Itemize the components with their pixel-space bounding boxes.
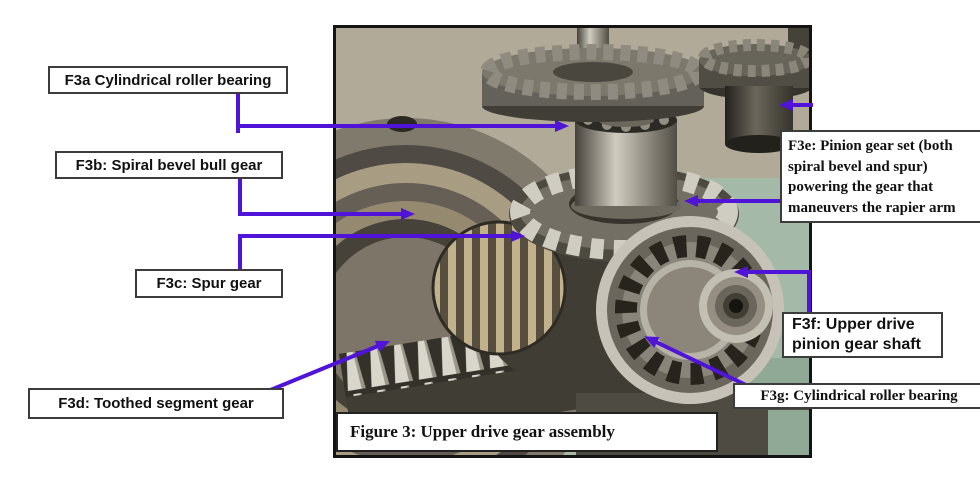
callout-f3a-label: F3a Cylindrical roller bearing <box>64 71 272 89</box>
callout-f3d-toothed-segment-gear: F3d: Toothed segment gear <box>28 388 284 419</box>
callout-f3b-label: F3b: Spiral bevel bull gear <box>75 156 263 174</box>
callout-f3d-label: F3d: Toothed segment gear <box>58 395 254 412</box>
pinion-gear-set <box>698 28 809 153</box>
figure-caption-text: Figure 3: Upper drive gear assembly <box>350 422 615 441</box>
figure-caption: Figure 3: Upper drive gear assembly <box>336 412 718 452</box>
callout-f3g-cylindrical-roller-bearing: F3g: Cylindrical roller bearing <box>733 383 980 409</box>
callout-f3f-label: F3f: Upper drive pinion gear shaft <box>792 316 921 353</box>
cylindrical-roller-bearing-upper <box>571 107 681 219</box>
top-spur-gear <box>480 28 706 122</box>
callout-f3e-label: F3e: Pinion gear set (both spiral bevel … <box>788 138 956 217</box>
callout-f3c-spur-gear: F3c: Spur gear <box>135 269 283 298</box>
callout-f3c-label: F3c: Spur gear <box>156 275 262 292</box>
callout-f3b-spiral-bevel-bull-gear: F3b: Spiral bevel bull gear <box>55 151 283 179</box>
callout-f3a-cylindrical-roller-bearing: F3a Cylindrical roller bearing <box>48 66 288 94</box>
callout-f3g-label: F3g: Cylindrical roller bearing <box>760 387 958 404</box>
callout-f3e-pinion-gear-set: F3e: Pinion gear set (both spiral bevel … <box>780 130 980 223</box>
pinion-gear-shaft <box>699 269 773 343</box>
callout-f3f-upper-drive-pinion-gear-shaft: F3f: Upper drive pinion gear shaft <box>782 312 943 358</box>
